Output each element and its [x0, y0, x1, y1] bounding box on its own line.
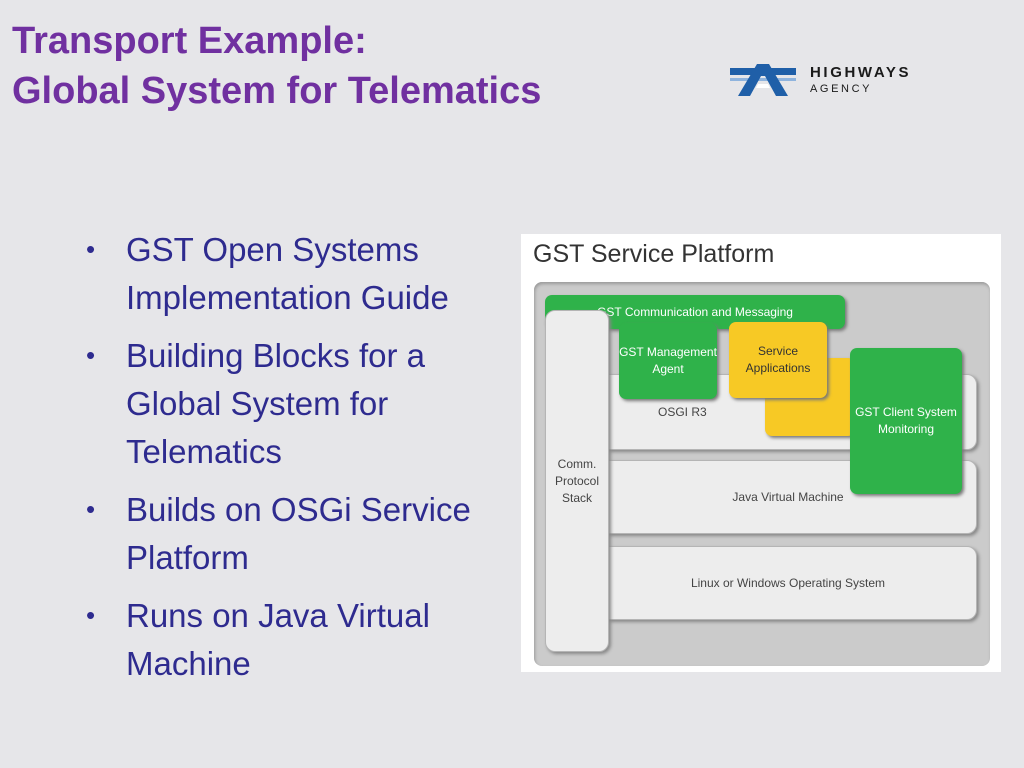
bullet-dot-icon: • [86, 600, 96, 630]
highways-agency-logo: HIGHWAYS AGENCY [730, 62, 950, 102]
slide-title: Transport Example: Global System for Tel… [12, 16, 541, 116]
service-applications: Service Applications [729, 322, 827, 398]
os-layer: Linux or Windows Operating System [599, 546, 977, 620]
bullet-item: • GST Open Systems Implementation Guide [86, 226, 506, 322]
bullet-text: GST Open Systems Implementation Guide [126, 231, 449, 316]
title-line-1: Transport Example: [12, 20, 367, 62]
osgi-label: OSGI R3 [658, 404, 707, 419]
bullet-text: Runs on Java Virtual Machine [126, 597, 430, 682]
gst-platform-diagram: GST Service Platform Linux or Windows Op… [521, 234, 1001, 672]
gst-client-system-monitoring: GST Client System Monitoring [850, 348, 962, 494]
bullet-list: • GST Open Systems Implementation Guide •… [86, 226, 506, 698]
bullet-text: Builds on OSGi Service Platform [126, 491, 471, 576]
bullet-dot-icon: • [86, 494, 96, 524]
bullet-item: • Runs on Java Virtual Machine [86, 592, 506, 688]
bullet-text: Building Blocks for a Global System for … [126, 337, 425, 470]
bullet-dot-icon: • [86, 340, 96, 370]
title-line-2: Global System for Telematics [12, 70, 542, 112]
logo-text-highways: HIGHWAYS [810, 64, 912, 81]
bullet-item: • Building Blocks for a Global System for… [86, 332, 506, 476]
comm-protocol-stack: Comm. Protocol Stack [545, 310, 609, 652]
highways-agency-logo-icon [730, 64, 796, 96]
gst-management-agent: GST Management Agent [619, 323, 717, 399]
bullet-dot-icon: • [86, 234, 96, 264]
logo-text-agency: AGENCY [810, 83, 873, 95]
diagram-title: GST Service Platform [533, 240, 775, 268]
bullet-item: • Builds on OSGi Service Platform [86, 486, 506, 582]
